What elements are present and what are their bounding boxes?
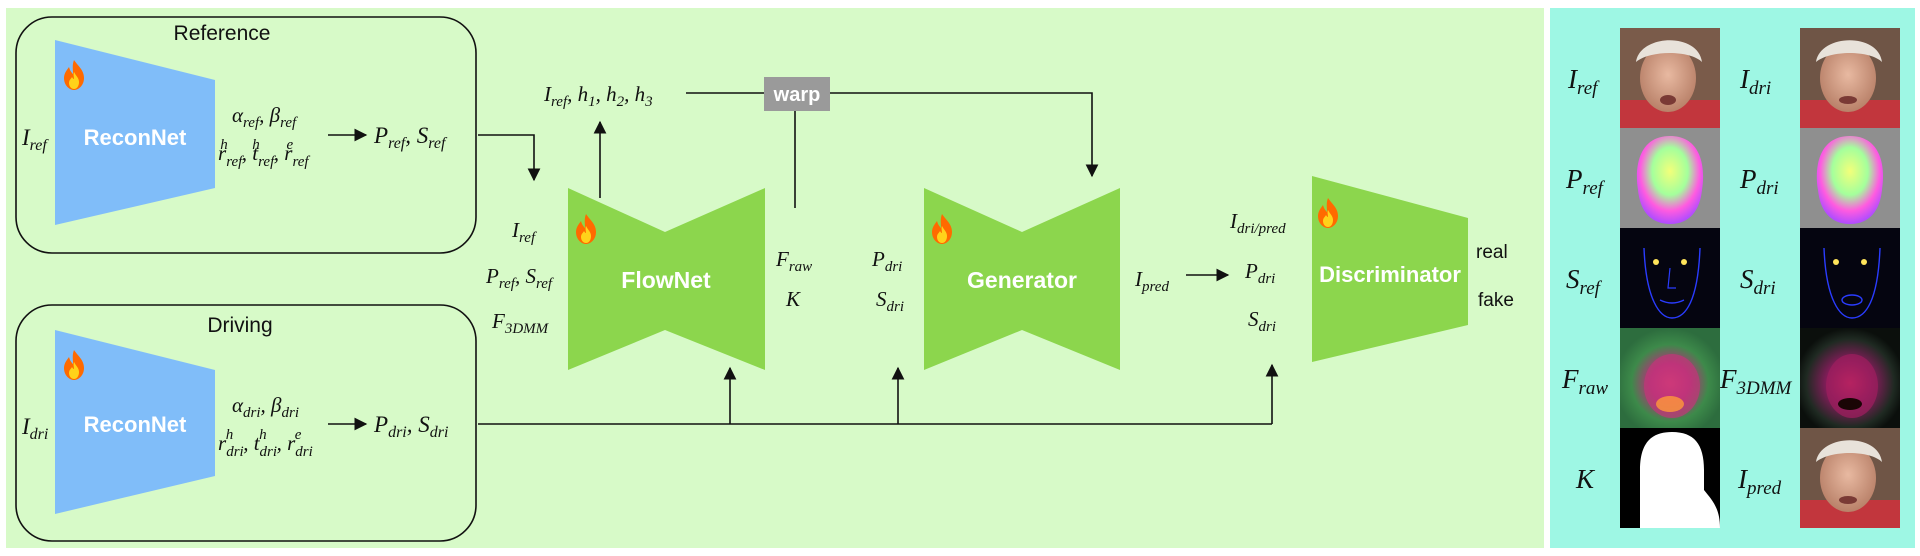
reference-reconnet-label: ReconNet: [84, 125, 187, 150]
driving-params-line2: rdrih, tdrih, rdrie: [218, 427, 313, 460]
discriminator-output-real: real: [1476, 242, 1508, 263]
warp-to-generator-line: [830, 92, 1099, 178]
thumb-pdri: [1800, 128, 1900, 228]
discriminator-output-fake: fake: [1478, 290, 1514, 311]
thumb-ipred: [1800, 428, 1900, 528]
driving-reconnet-block: [55, 330, 215, 514]
reference-group: Reference ReconNet Iref αref, βref rrefh…: [15, 16, 477, 254]
flownet-features-label: Iref, h1, h2, h3: [543, 82, 653, 110]
reference-title: Reference: [174, 22, 271, 45]
generator-label: Generator: [967, 267, 1077, 293]
discriminator-group: Discriminator Idri/pred Pdri Sdri real f…: [1229, 176, 1514, 362]
ref-to-flownet-line: [478, 134, 541, 182]
thumb-k: [1620, 428, 1720, 528]
thumb-idri: [1800, 28, 1900, 128]
driving-title: Driving: [207, 314, 272, 337]
thumb-f3dmm: [1800, 328, 1900, 428]
thumb-sref: [1620, 228, 1720, 328]
warp-box: [764, 77, 830, 111]
thumb-sdri: [1800, 228, 1900, 328]
reference-reconnet-block: [55, 40, 215, 225]
flownet-block: [568, 188, 765, 370]
reference-box: [15, 16, 477, 254]
generator-block: [924, 188, 1120, 370]
reference-params-line1: αref, βref: [232, 103, 298, 131]
thumb-pref: [1620, 128, 1720, 228]
gallery-label-k: K: [1575, 464, 1596, 494]
reference-outputs: Pref, Sref: [373, 123, 448, 152]
warp-label: warp: [773, 84, 821, 106]
flownet-label: FlowNet: [621, 267, 711, 293]
thumb-fraw: [1620, 328, 1720, 428]
discriminator-label: Discriminator: [1319, 262, 1461, 287]
connections: [478, 92, 1279, 425]
gallery-label-sdri: Sdri: [1740, 264, 1776, 299]
flownet-input-pref-sref: Pref, Sref: [485, 264, 554, 292]
driving-box: [15, 304, 477, 542]
discriminator-block: [1312, 176, 1468, 362]
flownet-output-k: K: [785, 287, 801, 311]
thumb-iref: [1620, 28, 1720, 128]
gallery: Iref Pref Sref Fraw K Idri Pdri Sdri F3D…: [1561, 28, 1900, 528]
driving-reconnet-label: ReconNet: [84, 412, 187, 437]
